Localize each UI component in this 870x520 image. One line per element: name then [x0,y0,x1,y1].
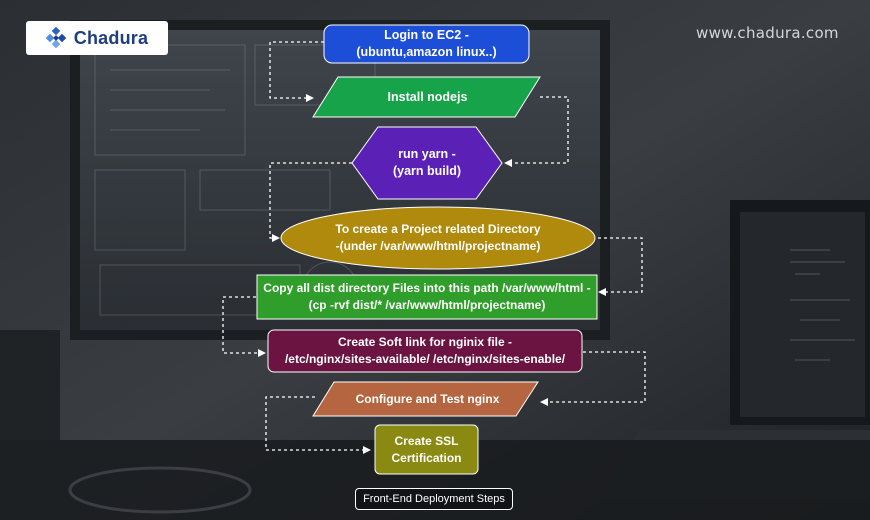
step-copy-shape [256,274,598,320]
step-nginx-shape [312,381,539,417]
connector-nginx-ssl [265,396,371,454]
step-nodejs-line-1: Install nodejs [387,89,468,104]
step-login-shape [323,24,530,64]
step-ssl-label: Create SSL Certification [375,425,478,474]
step-nginx-label: Configure and Test nginx [330,382,525,416]
step-copy-line-2: (cp -rvf dist/* /var/www/html/projectnam… [308,298,546,312]
step-login-line-2: (ubuntu,amazon linux..) [356,45,497,59]
chadura-diamond-icon [45,27,67,49]
step-directory-shape [280,206,596,270]
step-yarn-label: run yarn - (yarn build) [355,127,499,199]
step-yarn-line-2: (yarn build) [392,164,462,178]
brand-logo[interactable]: Chadura [26,21,168,55]
step-directory-line-1: To create a Project related Directory [335,222,541,236]
step-yarn-shape [351,126,503,200]
connector-login-nodejs [269,41,324,102]
connector-softlink-nginx [540,351,646,406]
step-login-line-1: Login to EC2 - [384,28,469,42]
step-nodejs-shape [312,76,541,118]
step-nodejs-label: Install nodejs [330,77,525,117]
diagram-caption: Front-End Deployment Steps [355,488,513,510]
step-ssl-line-1: Create SSL [394,433,459,448]
step-copy-line-1: Copy all dist directory Files into this … [263,281,591,295]
step-directory-label: To create a Project related Directory -(… [290,215,586,261]
step-ssl-shape [374,424,479,475]
step-softlink-line-2: /etc/nginx/sites-available/ /etc/nginx/s… [284,352,566,366]
step-softlink-label: Create Soft link for nginix file - /etc/… [268,330,582,372]
step-ssl-line-2: Certification [391,450,462,465]
connector-copy-softlink [222,296,266,357]
step-login-label: Login to EC2 - (ubuntu,amazon linux..) [324,25,529,63]
logo-text: Chadura [73,27,149,48]
connector-nodejs-yarn [504,96,569,167]
step-copy-label: Copy all dist directory Files into this … [257,275,597,319]
step-softlink-line-1: Create Soft link for nginix file - [337,335,513,349]
connector-directory-copy [598,237,643,296]
step-nginx-line-1: Configure and Test nginx [355,391,500,406]
step-directory-line-2: -(under /var/www/html/projectname) [335,239,541,253]
step-softlink-shape [267,329,583,373]
website-url: www.chadura.com [696,24,839,42]
step-yarn-line-1: run yarn - [398,147,456,161]
